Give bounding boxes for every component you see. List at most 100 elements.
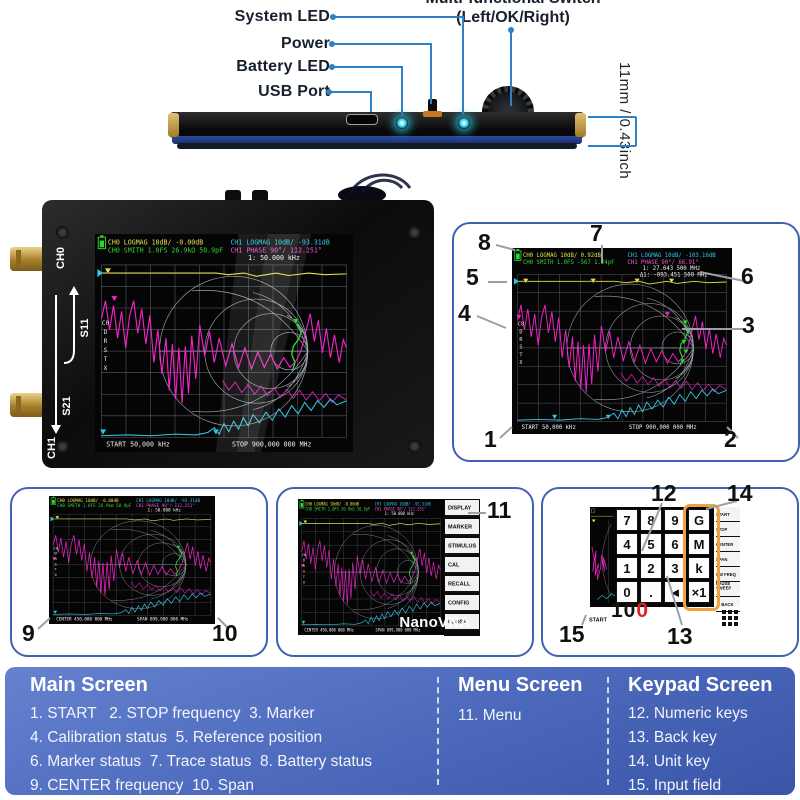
marker-triangle [55,515,60,520]
trace [301,540,441,605]
unit-keys-highlight [683,504,720,611]
marker-triangle [300,563,305,568]
keypad-grid-icon[interactable] [722,610,726,614]
menu-item-display[interactable]: DISPLAY [445,500,479,517]
trace [620,372,727,393]
label-usb-port: USB Port [258,83,330,100]
center-span-screen: CH0 LOGMAG 10dB/ -0.00dB CH1 LOGMAG 10dB/… [49,496,215,624]
marker-triangle [409,551,414,556]
menu-item-config[interactable]: CONFIG [445,595,479,612]
menu-item-stimulus[interactable]: STIMULUS [445,538,479,555]
port-label-s11: S11 [79,319,91,338]
marker-triangle [52,610,58,615]
battery-status-icon [97,236,106,250]
keypad-key-k[interactable]: k [688,557,710,579]
status-text: CH0 LOGMAG 10dB/ -0.00dB CH1 LOGMAG 10dB/… [56,498,200,621]
svg-text:SPAN 899,900 000 MHz: SPAN 899,900 000 MHz [137,617,189,622]
svg-text:CH0 LOGMAG 10dB/ -0.00dB: CH0 LOGMAG 10dB/ -0.00dB [57,498,119,503]
marker-triangle [51,557,57,561]
svg-text:1: 50.000 kHz: 1: 50.000 kHz [248,254,300,262]
legend-menu-title: Menu Screen [458,674,583,696]
screen-glare [215,234,312,452]
keypad-menu-item-center[interactable]: CENTER [716,537,740,552]
dimension-label: 11mm / 0.43inch [616,62,633,180]
trace [101,398,347,437]
keypad-key-0[interactable]: 0 [616,581,638,603]
callout-number-11: 11 [487,497,512,523]
menu-item-label: DISPLAY [448,504,472,511]
svg-text:CH0 LOGMAG 10dB/ 0.92dB: CH0 LOGMAG 10dB/ 0.92dB [523,253,602,259]
menu-item-close[interactable]: CLOSE [445,614,479,631]
keypad-menu-item-cw-freq[interactable]: CW FREQ [716,567,740,582]
marker-triangle [682,349,689,355]
menu-item-label: CONFIG [448,599,470,606]
trace [517,280,727,285]
keypad-key-M[interactable]: M [688,533,710,555]
keypad-menu-label: CENTER [716,542,734,548]
keypad-menu-item-start[interactable]: START [716,507,740,522]
bezel-port-labels: CH0 S11 S21 CH1 [46,247,91,459]
keypad-key-7[interactable]: 7 [616,509,638,531]
menu-item-recall[interactable]: RECALL [445,576,479,593]
input-field-label-text: START [589,617,607,623]
callout-number-8: 8 [478,229,491,255]
port-label-s21: S21 [61,396,73,416]
battery-status-icon [514,250,522,261]
menu-item-marker[interactable]: MARKER [445,519,479,536]
legend-keypad-line: 13. Back key [628,729,717,746]
svg-text:CH1 PHASE 90°/ 112.251°: CH1 PHASE 90°/ 112.251° [375,506,427,511]
menu-item-label: STIMULUS [448,542,477,549]
grid-lines [301,518,441,627]
callout-number-4: 4 [458,300,471,326]
callout-number-13: 13 [667,623,693,649]
keypad-key-5[interactable]: 5 [640,533,662,555]
screw [56,440,69,453]
menu-item-label: MARKER [448,523,473,530]
svg-text:CH1 LOGMAG 10dB/ -103.16dB: CH1 LOGMAG 10dB/ -103.16dB [628,253,717,259]
marker-triangle [515,314,522,320]
callout-number-2: 2 [724,426,737,452]
status-text: CH0 LOGMAG 10dB/ 0.92dB CH1 LOGMAG 10dB/ … [522,253,717,431]
svg-text:CH0 LOGMAG 10dB/ -0.00dB: CH0 LOGMAG 10dB/ -0.00dB [305,501,359,506]
system-led [458,117,470,129]
svg-text:CH1 PHASE 90°/ 112.251°: CH1 PHASE 90°/ 112.251° [230,247,321,255]
marker-triangle [522,278,529,284]
top-knob [225,190,241,202]
legend-main-line: 9. CENTER frequency 10. Span [30,777,255,794]
keypad-menu-item--back[interactable]: ← BACK [716,597,740,612]
keypad-key-1[interactable]: 1 [616,557,638,579]
switch-label-line2: (Left/OK/Right) [456,9,570,26]
svg-text:Δ1: -093.451 500 MHz: Δ1: -093.451 500 MHz [640,272,708,278]
reference-position-marker [299,520,303,526]
reference-position-marker [514,277,519,285]
legend-keypad-line: 15. Input field [628,777,722,794]
input-field-value[interactable]: 100 [611,599,649,623]
keypad-key-×1[interactable]: ×1 [688,581,710,603]
keypad-key-8[interactable]: 8 [640,509,662,531]
port-label-ch1: CH1 [46,437,58,459]
keypad-menu-label: START [716,512,730,518]
marker-triangle [680,339,687,345]
gold-corner-right [575,113,586,137]
legend-keypad-line: 12. Numeric keys [628,705,748,722]
svg-text:CH1 LOGMAG 10dB/ -93.31dB: CH1 LOGMAG 10dB/ -93.31dB [136,498,200,503]
keypad-key-G[interactable]: G [688,509,710,531]
keypad-key-2[interactable]: 2 [640,557,662,579]
keypad-menu-item-stop[interactable]: STOP [716,522,740,537]
menu-item-label: RECALL [448,580,471,587]
annotated-screen: CH0 LOGMAG 10dB/ 0.92dB CH1 LOGMAG 10dB/ … [512,248,732,434]
keypad-menu-item-pause-sweep[interactable]: PAUSE SWEEP [716,582,740,597]
legend-main-title: Main Screen [30,674,148,696]
keypad-key-4[interactable]: 4 [616,533,638,555]
keypad-key-.[interactable]: . [640,581,662,603]
svg-text:CH0 LOGMAG 10dB/ -0.00dB: CH0 LOGMAG 10dB/ -0.00dB [108,239,203,247]
trace [221,380,347,404]
keypad-menu-item-span[interactable]: SPAN [716,552,740,567]
trace [517,388,727,421]
annotated-screen-panel: CH0 LOGMAG 10dB/ 0.92dB CH1 LOGMAG 10dB/ … [452,222,800,462]
trace [52,535,212,596]
menu-item-cal[interactable]: CAL [445,557,479,574]
